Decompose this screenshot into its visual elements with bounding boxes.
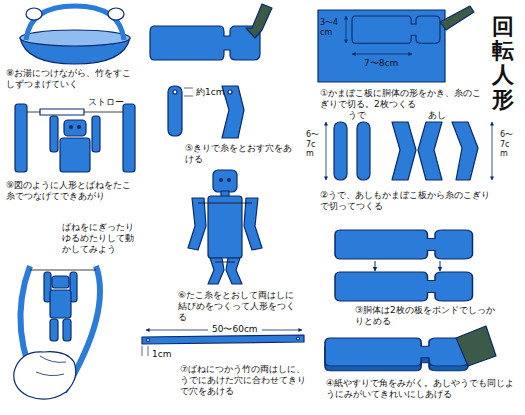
part-label: ストロー <box>88 97 124 108</box>
step-text: ④紙やすりで角をみがく。あしやうでも同じようにみがいてきれいにしあげる <box>326 378 516 400</box>
step-text: ⑨図のように人形とばねをたこ糸でつなげてできあがり <box>6 180 136 202</box>
step-text: ②うで、あしもかまぼこ板から糸のこぎりで切ってつくる <box>320 190 492 212</box>
part-label: あし <box>428 110 446 121</box>
step-text: ⑤きりで糸をとおす穴をあける <box>185 143 297 165</box>
dimension-label: 約1cm <box>196 87 224 98</box>
dimension-label: 1cm <box>152 349 171 360</box>
dimension-label: 7〜8cm <box>364 58 398 69</box>
dimension-label: 50〜60cm <box>212 324 258 335</box>
step-text: ⑦ばねにつかう竹の両はしに、うでにあけた穴に合わせてきりで穴をあける <box>180 364 308 396</box>
step-text: ①かまぼこ板に胴体の形をかき、糸のこぎりで切る。2枚つくる <box>320 88 488 110</box>
title: 回転人形 <box>492 14 514 111</box>
step-text: ⑧お湯につけながら、竹をすこしずつまげていく <box>6 68 136 90</box>
step-text: ③胴体は2枚の板をボンドでしっかりとめる <box>355 305 495 327</box>
step-text: ⑥たこ糸をとおして両はしに結びめをつくって人形をつくる <box>178 290 300 322</box>
dimension-label: 3〜4cm <box>320 18 342 37</box>
dimension-label: 6〜7cm <box>500 130 514 159</box>
dimension-label: 6〜7cm <box>306 130 320 159</box>
note-text: ばねをにぎったりゆるめたりして動かしてみよう <box>62 222 140 254</box>
part-label: うで <box>348 110 366 121</box>
